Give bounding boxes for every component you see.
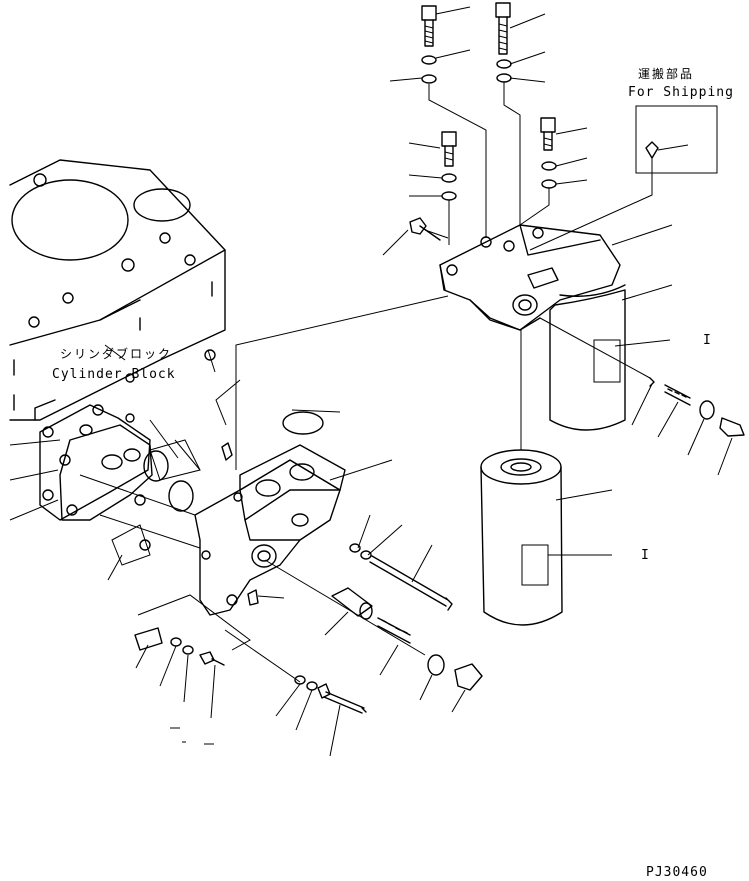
leader-lines xyxy=(10,7,732,756)
sleeve xyxy=(332,588,372,616)
washer-1 xyxy=(422,75,436,83)
drawing-number: PJ30460 xyxy=(646,865,708,880)
cylinder-block-label-jp: シリンダブロック xyxy=(60,346,172,361)
valve-washer-lower xyxy=(428,655,444,675)
washer-2 xyxy=(497,74,511,82)
dash-marks xyxy=(170,728,214,744)
filter-cartridge-mounted: I xyxy=(550,285,711,430)
spring-washer-4 xyxy=(542,162,556,170)
shipping-box: 運搬部品 For Shipping xyxy=(530,66,734,250)
assembly-lines-bracket xyxy=(80,296,448,548)
valve-spring-lower xyxy=(378,618,410,643)
cylinder-block-label-en: Cylinder Block xyxy=(52,367,176,382)
valve-parts-lower xyxy=(332,544,482,690)
washer-4 xyxy=(542,180,556,188)
shipping-label-jp: 運搬部品 xyxy=(638,66,694,81)
o-ring-callout-box-2 xyxy=(112,525,150,565)
o-ring-small-1 xyxy=(135,495,145,505)
lower-bolt-group xyxy=(295,676,366,713)
assembly-line-small-bracket xyxy=(138,595,250,650)
bracket-plug-left xyxy=(222,443,232,460)
filter-head xyxy=(440,225,620,330)
shipping-plug xyxy=(646,142,658,158)
long-bolt xyxy=(370,556,452,610)
assembly-line-valve-lower xyxy=(265,560,425,655)
o-ring-left-1 xyxy=(144,451,168,481)
o-ring-callout-box-1 xyxy=(150,440,200,480)
lower-bolt-head xyxy=(318,684,330,698)
filter-bracket xyxy=(195,445,345,615)
plug-top xyxy=(410,218,440,240)
spring-washer-2 xyxy=(497,60,511,68)
valve-washer-upper xyxy=(700,401,714,419)
top-bolts-group xyxy=(410,3,556,240)
filter-mark-top: I xyxy=(703,333,711,348)
lower-washer-2 xyxy=(307,682,317,690)
mid-washer-2 xyxy=(361,551,371,559)
bolt-4 xyxy=(541,118,555,150)
bolt-3 xyxy=(442,132,456,166)
valve-plug-lower xyxy=(455,664,482,690)
spring-washer-1 xyxy=(422,56,436,64)
mid-washer-1 xyxy=(350,544,360,552)
small-bracket xyxy=(135,628,162,650)
assembly-line-bolt-4 xyxy=(520,188,549,225)
shipping-part-frame xyxy=(636,106,717,173)
assembly-line-shipping xyxy=(530,158,652,250)
valve-plug-upper xyxy=(720,418,744,436)
assembly-line-bolt-2 xyxy=(504,82,520,228)
washer-3 xyxy=(442,192,456,200)
small-bracket-group xyxy=(135,595,300,682)
small-bolt-head xyxy=(200,652,214,664)
filter-cartridge-replacement: I xyxy=(481,450,649,625)
bolt-1 xyxy=(422,6,436,46)
cylinder-block-label: シリンダブロック Cylinder Block xyxy=(52,346,176,382)
assembly-line-bolt-1 xyxy=(429,84,486,238)
o-ring-left-2 xyxy=(169,481,193,511)
o-ring-top xyxy=(283,412,323,434)
shipping-label-en: For Shipping xyxy=(628,85,734,100)
spring-washer-3 xyxy=(442,174,456,182)
small-washer-2 xyxy=(183,646,193,654)
assembly-line-valve-upper xyxy=(540,318,650,378)
small-washer-1 xyxy=(171,638,181,646)
bolt-2 xyxy=(496,3,510,54)
bracket-plug-bottom xyxy=(248,590,258,605)
filter-mark-bottom: I xyxy=(641,548,649,563)
valve-parts-upper xyxy=(650,378,744,436)
cylinder-block xyxy=(10,160,225,520)
